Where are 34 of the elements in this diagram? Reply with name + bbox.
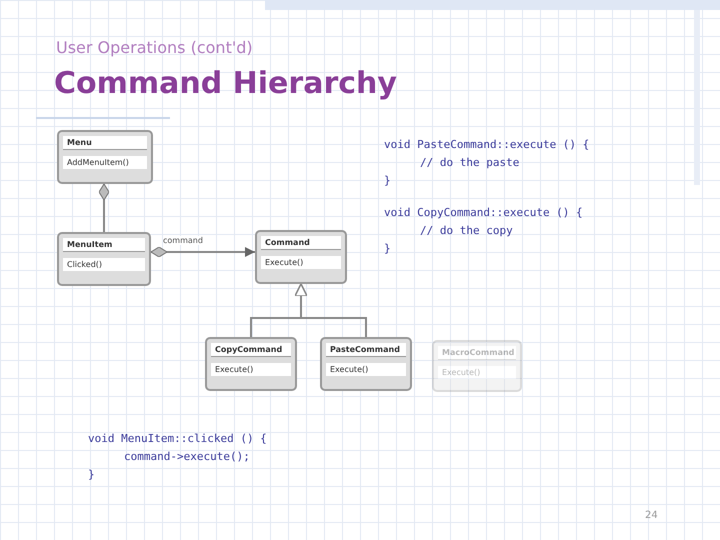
class-name: MenuItem [63,238,145,252]
class-name: PasteCommand [326,343,406,357]
class-name: Menu [63,136,147,150]
slide-title: Command Hierarchy [54,66,397,101]
code-line: // do the paste [420,156,520,169]
code-line: } [384,242,391,255]
method-name: AddMenuItem() [63,156,147,169]
code-line: } [384,174,391,187]
method-name: Execute() [326,363,406,376]
method-name: Execute() [211,363,291,376]
code-line: // do the copy [420,224,513,237]
class-box [432,340,522,392]
association-arrow [150,246,255,258]
code-line: command->execute(); [124,450,250,463]
method-name: Clicked() [63,258,145,271]
class-name: CopyCommand [211,343,291,357]
class-box [320,337,412,391]
class-box [57,130,153,184]
code-line: } [88,468,95,481]
class-name: Command [261,236,341,250]
code-line: void MenuItem::clicked () { [88,432,267,445]
composition-line [98,184,110,232]
code-line: void CopyCommand::execute () { [384,206,583,219]
class-box [205,337,297,391]
class-name: MacroCommand [438,346,516,360]
class-box [255,230,347,284]
code-line: void PasteCommand::execute () { [384,138,590,151]
slide-subtitle: User Operations (cont'd) [56,38,253,57]
edge-label: command [163,236,203,245]
page-number: 24 [645,510,658,521]
inheritance-arrow [294,283,367,337]
method-name: Execute() [438,366,516,379]
class-box [57,232,151,286]
method-name: Execute() [261,256,341,269]
